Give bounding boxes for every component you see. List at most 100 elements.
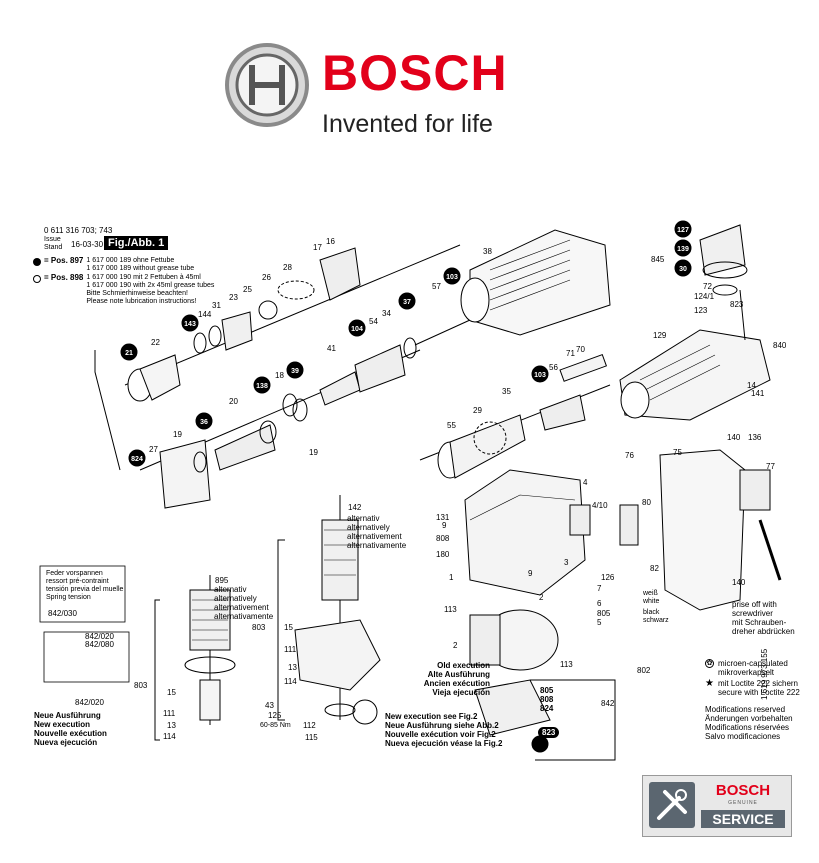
svg-text:9: 9 — [442, 521, 447, 530]
svg-text:125: 125 — [268, 711, 282, 720]
svg-text:123: 123 — [694, 306, 708, 315]
spring-text: Spring tension — [46, 594, 91, 601]
exec-text: Ancien exécution — [423, 679, 490, 688]
svg-text:842/020: 842/020 — [75, 698, 104, 707]
svg-text:113: 113 — [444, 605, 457, 614]
bosch-service-badge: BOSCH GENUINE SERVICE — [642, 775, 792, 837]
legend-text: secure with Loctite 222 — [717, 688, 800, 697]
svg-text:27: 27 — [149, 445, 158, 454]
svg-text:138: 138 — [256, 383, 268, 390]
svg-text:1: 1 — [449, 573, 454, 582]
svg-text:111: 111 — [284, 645, 297, 654]
svg-text:141: 141 — [751, 389, 765, 398]
pos898-dot-icon — [33, 275, 41, 283]
svg-text:127: 127 — [677, 227, 689, 234]
svg-text:103: 103 — [446, 274, 458, 281]
torque-label: 60-85 Nm — [260, 722, 291, 729]
svg-text:9: 9 — [528, 569, 533, 578]
document-number: 1 619 973 155 — [760, 648, 769, 700]
svg-text:15: 15 — [284, 623, 293, 632]
svg-text:131: 131 — [436, 513, 450, 522]
svg-text:70: 70 — [576, 345, 585, 354]
new-execution-left: Neue Ausführung New execution Nouvelle e… — [34, 711, 107, 747]
exec-text: Nueva ejecución — [34, 738, 98, 747]
housing-assembly — [464, 449, 782, 611]
svg-text:15: 15 — [167, 688, 176, 697]
cable-color-black: black schwarz — [643, 609, 669, 625]
prise-text: prise off with — [732, 600, 777, 609]
svg-text:37: 37 — [403, 299, 411, 306]
svg-text:13: 13 — [288, 663, 297, 672]
svg-text:803: 803 — [252, 623, 266, 632]
svg-text:845: 845 — [651, 255, 665, 264]
svg-text:143: 143 — [184, 321, 196, 328]
spring-text: tensión previa del muelle — [46, 586, 124, 593]
spring-text: Feder vorspannen — [46, 570, 103, 577]
old-execution: Old execution Alte Ausführung Ancien exé… — [397, 661, 490, 697]
mod-text: Modifications reserved — [705, 705, 786, 714]
prise-off-note: prise off with screwdriver mit Schrauben… — [732, 600, 795, 636]
service-genuine: GENUINE — [728, 800, 758, 806]
svg-text:14: 14 — [747, 381, 756, 390]
cable-color-white: weiß white — [643, 590, 659, 606]
svg-text:20: 20 — [229, 397, 238, 406]
spring-tension-note: Feder vorspannen ressort pré-contraint t… — [46, 570, 123, 602]
svg-text:54: 54 — [369, 317, 378, 326]
svg-text:57: 57 — [432, 282, 441, 291]
spring-text: ressort pré-contraint — [46, 578, 109, 585]
svg-text:842/080: 842/080 — [85, 640, 114, 649]
svg-text:76: 76 — [625, 451, 634, 460]
svg-text:71: 71 — [566, 349, 575, 358]
motor-housing — [460, 229, 611, 336]
alt-text: alternativ — [214, 585, 247, 594]
svg-text:139: 139 — [677, 246, 689, 253]
svg-text:140: 140 — [727, 433, 741, 442]
exec-text: Nouvelle exécution voir Fig.2 — [385, 730, 496, 739]
pos898-line: Please note lubrication instructions! — [86, 298, 197, 305]
svg-text:22: 22 — [151, 338, 160, 347]
exec-text: New execution — [34, 720, 91, 729]
svg-text:104: 104 — [351, 326, 363, 333]
gear-housing — [619, 224, 771, 421]
variant-842-020: 805 — [540, 686, 554, 695]
svg-text:38: 38 — [483, 247, 492, 256]
alt-text: alternativ — [347, 514, 380, 523]
pos897-line: 1 617 000 189 without grease tube — [86, 265, 195, 272]
svg-text:75: 75 — [673, 448, 682, 457]
variant-842-080: 824 — [540, 704, 554, 713]
svg-text:82: 82 — [650, 564, 659, 573]
pos898-line: Bitte Schmierhinweise beachten! — [86, 290, 188, 297]
alternatively-note-middle: alternativ alternatively alternativement… — [347, 514, 406, 550]
legend-text: mikroverkapselt — [718, 668, 775, 677]
svg-text:56: 56 — [549, 363, 558, 372]
svg-text:113: 113 — [560, 660, 573, 669]
pos897-dot-icon — [33, 258, 41, 266]
issue-label: Issue Stand — [44, 236, 63, 251]
pos898-line: 1 617 000 190 mit 2 Fettuben à 45ml — [86, 274, 201, 281]
svg-text:39: 39 — [291, 368, 299, 375]
exec-text: Old execution — [437, 661, 490, 670]
tools-icon — [649, 782, 695, 828]
grease-markers — [120, 220, 692, 753]
svg-text:842/020: 842/020 — [85, 632, 114, 641]
svg-text:112: 112 — [303, 721, 316, 730]
legend: ✿ microen-capsulated mikroverkapselt ★ m… — [705, 659, 800, 697]
figure-label: Fig./Abb. 1 — [104, 236, 169, 250]
svg-text:103: 103 — [534, 372, 546, 379]
exec-text: Nueva ejecución véase la Fig.2 — [385, 739, 503, 748]
color-text: schwarz — [643, 617, 669, 624]
brand-tagline: Invented for life — [322, 110, 493, 138]
legend-text: microen-capsulated — [718, 659, 788, 668]
svg-text:36: 36 — [200, 419, 208, 426]
svg-text:41: 41 — [327, 344, 336, 353]
svg-text:842/030: 842/030 — [48, 609, 77, 618]
bosch-logo: BOSCH Invented for life — [222, 34, 542, 144]
microencapsulated-icon: ✿ — [705, 659, 714, 668]
svg-text:77: 77 — [766, 462, 775, 471]
svg-text:126: 126 — [601, 573, 615, 582]
svg-text:140: 140 — [732, 578, 746, 587]
issue-date: 16-03-30 — [71, 240, 104, 249]
modifications-note: Modifications reserved Änderungen vorbeh… — [705, 705, 793, 741]
